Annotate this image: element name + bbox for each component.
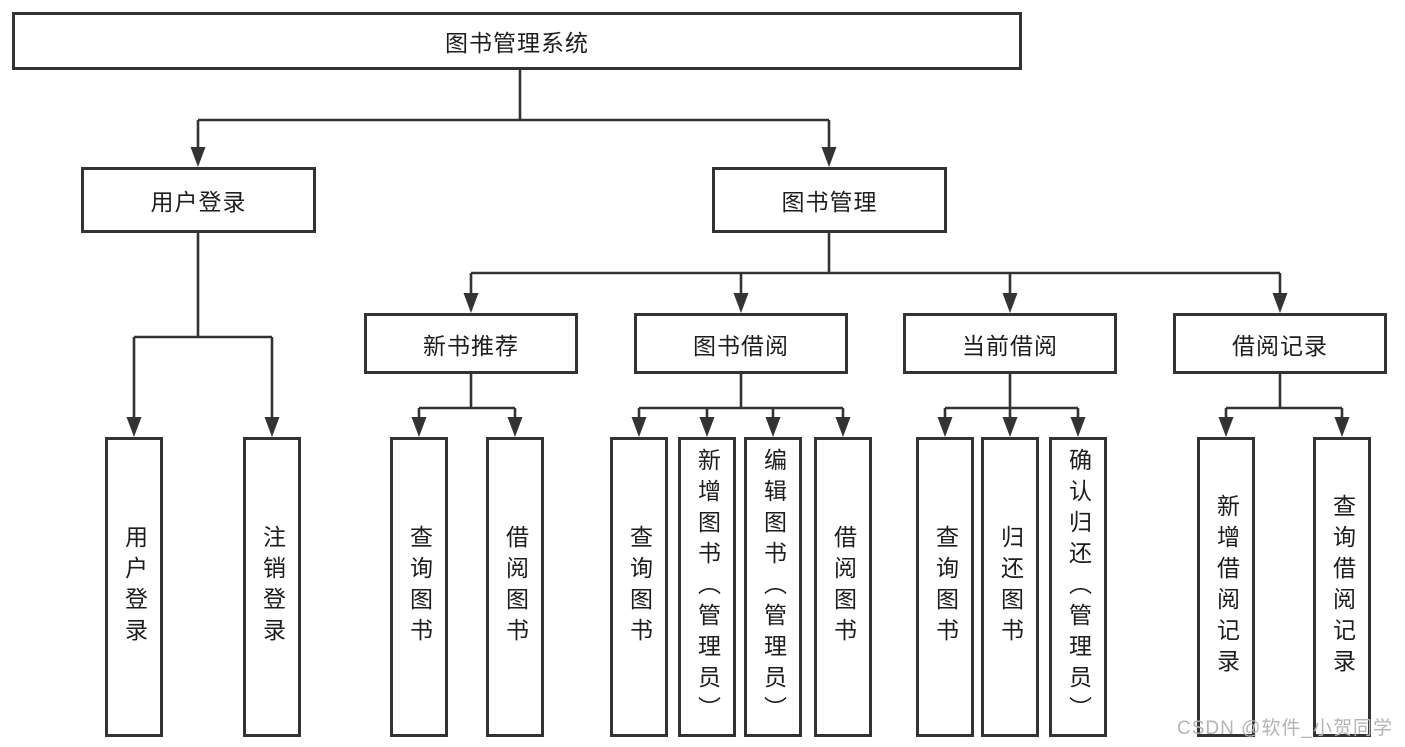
arrowhead (1218, 417, 1234, 437)
leaf-label: 归还图书 (997, 525, 1024, 649)
leaf-label: 借阅图书 (830, 525, 857, 649)
leaf-label: 查询借阅记录 (1329, 494, 1356, 680)
connector-records-to-leaves (1224, 374, 1344, 420)
arrowhead (126, 417, 142, 437)
leaf-edit-book-admin: 编辑图书（管理员） (744, 437, 802, 737)
arrowhead (835, 417, 851, 437)
arrowhead (1002, 293, 1018, 313)
connector-root-to-level2 (196, 70, 831, 150)
arrowhead (507, 417, 523, 437)
node-label: 图书管理 (781, 189, 878, 215)
node-new-book-recommendation: 新书推荐 (364, 313, 578, 374)
arrowhead (264, 417, 280, 437)
node-label: 用户登录 (150, 189, 247, 215)
arrowhead (765, 417, 781, 437)
arrowhead (631, 417, 647, 437)
leaf-borrow-books: 借阅图书 (814, 437, 872, 737)
arrowhead (1272, 293, 1288, 313)
leaf-query-books-current: 查询图书 (916, 437, 974, 737)
leaf-label: 借阅图书 (502, 525, 529, 649)
leaf-add-book-admin: 新增图书（管理员） (678, 437, 736, 737)
connector-current-to-leaves (943, 374, 1080, 420)
arrowhead (463, 293, 479, 313)
leaf-label: 注销登录 (259, 525, 286, 649)
leaf-label: 确认归还（管理员） (1065, 447, 1092, 727)
node-label: 当前借阅 (962, 332, 1058, 359)
arrowhead (190, 147, 206, 167)
connector-borrowing-to-leaves (637, 374, 845, 420)
node-borrowing-records: 借阅记录 (1173, 313, 1387, 374)
arrowhead (1334, 417, 1350, 437)
node-label: 借阅记录 (1232, 332, 1328, 359)
csdn-watermark: CSDN @软件_小贺同学 (1177, 718, 1393, 739)
leaf-borrow-books-recommend: 借阅图书 (486, 437, 544, 737)
leaf-logout: 注销登录 (243, 437, 301, 737)
leaf-label: 查询图书 (626, 525, 653, 649)
arrowhead (1002, 417, 1018, 437)
arrowhead (1070, 417, 1086, 437)
leaf-label: 新增图书（管理员） (694, 447, 721, 727)
arrowhead (699, 417, 715, 437)
node-library-management-system: 图书管理系统 (12, 12, 1022, 70)
connector-userlogin-to-leaves (132, 233, 274, 420)
connector-bookmgmt-to-level3 (469, 233, 1282, 296)
leaf-label: 用户登录 (121, 525, 148, 649)
node-current-borrowing: 当前借阅 (903, 313, 1117, 374)
node-book-management: 图书管理 (712, 167, 947, 233)
leaf-confirm-return-admin: 确认归还（管理员） (1049, 437, 1107, 737)
leaf-label: 查询图书 (932, 525, 959, 649)
connector-recommend-to-leaves (417, 374, 517, 420)
node-label: 图书借阅 (693, 332, 789, 359)
leaf-query-books-recommend: 查询图书 (390, 437, 448, 737)
node-label: 新书推荐 (423, 332, 519, 359)
leaf-query-borrow-record: 查询借阅记录 (1313, 437, 1371, 737)
arrowhead (733, 293, 749, 313)
leaf-query-books-borrow: 查询图书 (610, 437, 668, 737)
arrowhead (821, 147, 837, 167)
leaf-add-borrow-record: 新增借阅记录 (1197, 437, 1255, 737)
arrowhead (937, 417, 953, 437)
leaf-return-books: 归还图书 (981, 437, 1039, 737)
node-book-borrowing: 图书借阅 (634, 313, 848, 374)
leaf-label: 新增借阅记录 (1213, 494, 1240, 680)
arrowhead (411, 417, 427, 437)
node-user-login: 用户登录 (81, 167, 316, 233)
leaf-label: 查询图书 (406, 525, 433, 649)
node-label: 图书管理系统 (445, 30, 589, 56)
leaf-label: 编辑图书（管理员） (760, 447, 787, 727)
leaf-user-login: 用户登录 (105, 437, 163, 737)
